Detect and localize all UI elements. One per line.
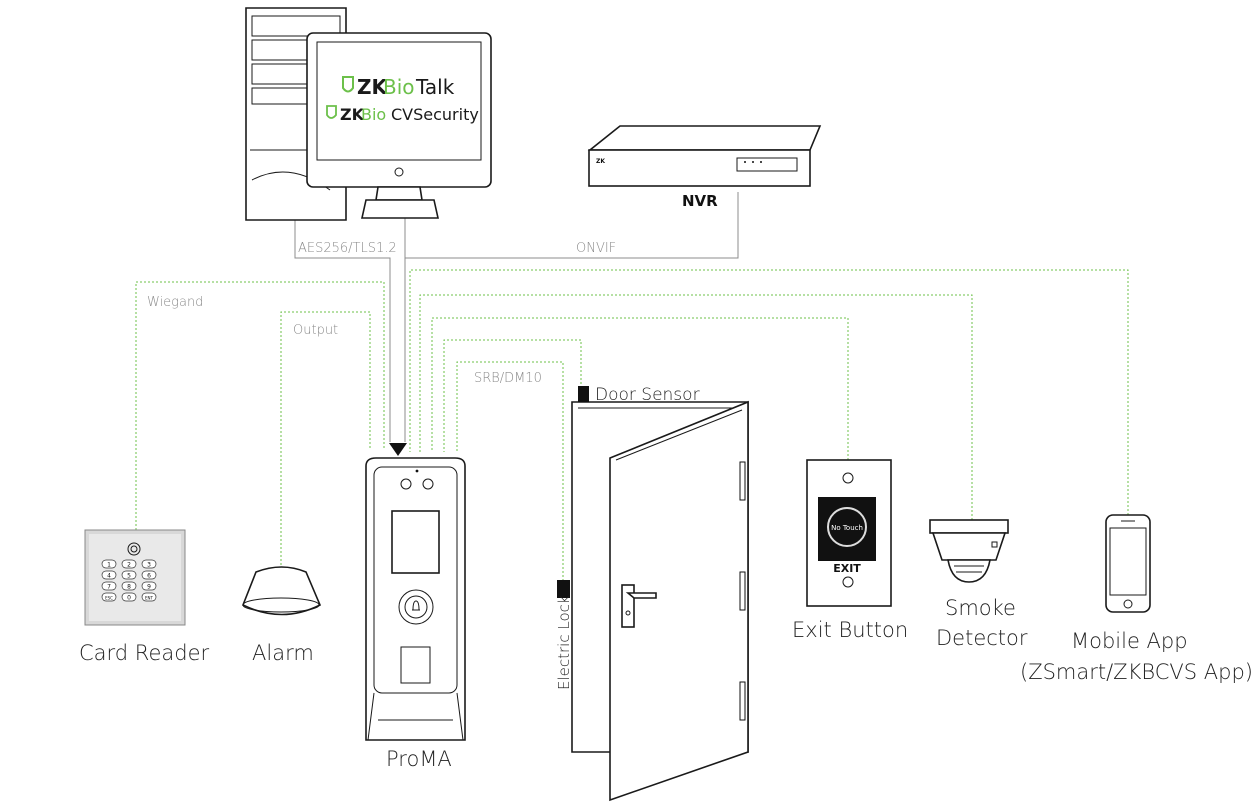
exit-button-device: No Touch EXIT Exit Button: [792, 459, 908, 642]
keypad-key-label: 8: [127, 583, 131, 590]
zkbio-cvsecurity-logo: ZK Bio CVSecurity: [326, 105, 479, 124]
shield-icon: [326, 105, 337, 119]
nvr-label: NVR: [682, 192, 718, 210]
door-sensor-label: Door Sensor: [595, 385, 700, 405]
arrow-head: [389, 443, 407, 456]
brand-bio: Bio: [361, 105, 386, 124]
brand-zk: ZK: [340, 105, 365, 124]
wiegand-link: [135, 281, 385, 530]
keypad-key-label: ESC: [105, 595, 113, 600]
keypad-key: 0: [121, 592, 137, 602]
alarm: Alarm: [241, 566, 322, 665]
no-touch-text: No Touch: [831, 524, 863, 532]
exit-text: EXIT: [833, 562, 861, 575]
smoke-detector: Smoke Detector: [929, 519, 1028, 650]
sensor-link: [443, 339, 582, 452]
keypad-key-label: 0: [127, 594, 131, 601]
smoke-link: [419, 294, 973, 520]
keypad-key: ENT: [141, 592, 157, 602]
keypad-key: 3: [141, 559, 157, 569]
wiegand-label: Wiegand: [147, 295, 203, 310]
srb-link: [456, 361, 564, 585]
keypad-key-label: 1: [107, 561, 111, 568]
shield-icon: [342, 76, 354, 93]
keypad-key: 6: [141, 570, 157, 580]
keypad-key: 2: [121, 559, 137, 569]
nvr-brand-mark: ZK: [596, 158, 605, 165]
electric-lock-block: [557, 580, 570, 598]
keypad-key-label: 4: [107, 572, 111, 579]
onvif-link: [405, 192, 739, 259]
keypad-key-label: 9: [147, 583, 151, 590]
keypad-key: 5: [121, 570, 137, 580]
door: Door Sensor Electric Lock: [555, 385, 749, 802]
output-link: [280, 311, 371, 565]
aes-label: AES256/TLS1.2: [298, 241, 397, 256]
output-label: Output: [293, 323, 338, 338]
product-talk: Talk: [415, 75, 455, 99]
keypad-key-label: 7: [107, 583, 111, 590]
proma-terminal: ProMA: [365, 457, 466, 771]
connection-lines: [135, 192, 1129, 585]
keypad-key: 8: [121, 581, 137, 591]
keypad-key: 4: [101, 570, 117, 580]
aes-link-left: [294, 215, 391, 442]
brand-zk: ZK: [357, 75, 389, 99]
product-cvsecurity: CVSecurity: [391, 105, 479, 124]
keypad-key: 7: [101, 581, 117, 591]
proma-label: ProMA: [386, 747, 452, 771]
exit-link: [431, 317, 849, 460]
mobile-phone: Mobile App (ZSmart/ZKBCVS App): [1020, 514, 1253, 684]
keypad-key: ESC: [101, 592, 117, 602]
keypad-key: 1: [101, 559, 117, 569]
exit-button-label: Exit Button: [792, 618, 908, 642]
nvr-device: ZK NVR: [587, 125, 822, 210]
mobile-label-line2: (ZSmart/ZKBCVS App): [1020, 660, 1253, 684]
onvif-label: ONVIF: [576, 241, 616, 256]
brand-bio: Bio: [383, 75, 415, 99]
alarm-label: Alarm: [252, 641, 314, 665]
electric-lock-label: Electric Lock: [555, 595, 573, 690]
srb-label: SRB/DM10: [474, 371, 542, 386]
smoke-label-line2: Detector: [936, 626, 1028, 650]
smoke-label-line1: Smoke: [945, 596, 1016, 620]
keypad-key-label: 5: [127, 572, 131, 579]
keypad-key-label: 6: [147, 572, 151, 579]
card-reader-label: Card Reader: [79, 641, 209, 665]
bell-icon: [412, 600, 420, 611]
mobile-label-line1: Mobile App: [1071, 629, 1188, 653]
keypad-key-label: ENT: [145, 595, 154, 600]
zkbio-talk-logo: ZK Bio Talk: [342, 75, 455, 99]
mobile-link: [409, 269, 1129, 515]
door-sensor-block: [578, 386, 589, 402]
keypad-key-label: 3: [147, 561, 151, 568]
keypad-key-label: 2: [127, 561, 131, 568]
keypad-key: 9: [141, 581, 157, 591]
monitor: ZK Bio Talk ZK Bio CVSecurity: [306, 32, 492, 219]
